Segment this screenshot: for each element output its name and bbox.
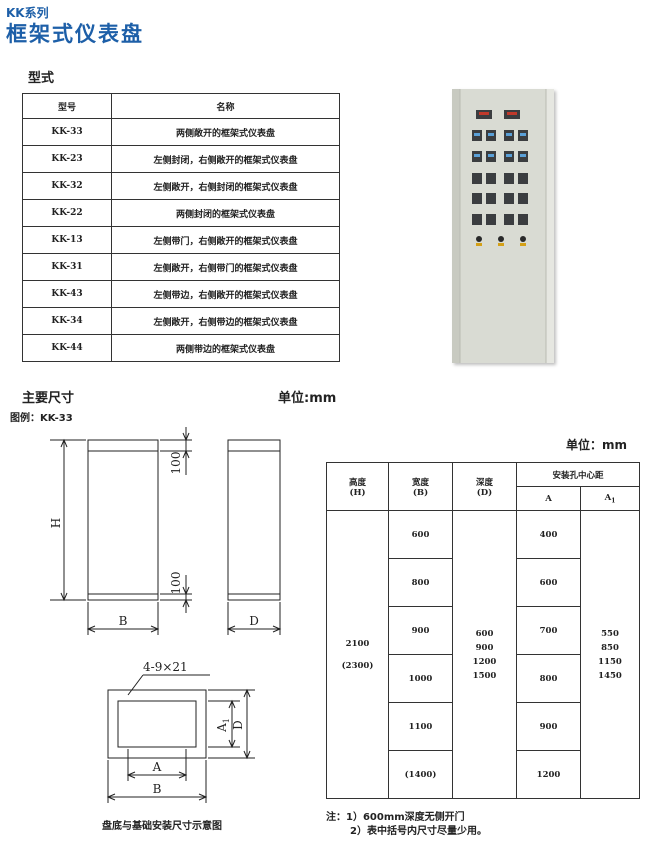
a-value: 400 xyxy=(516,510,581,559)
model-code: KK-31 xyxy=(22,253,112,281)
models-heading: 型式 xyxy=(28,71,55,86)
a-value: 600 xyxy=(516,558,581,607)
dim-d-label: D xyxy=(249,614,259,628)
unit-label-table: 单位：mm xyxy=(566,438,628,452)
dim-h-label: H xyxy=(49,518,63,528)
models-col-model: 型号 xyxy=(22,93,112,119)
a-value: 700 xyxy=(516,606,581,655)
width-value: 600 xyxy=(388,510,453,559)
example-label: 图例：KK-33 xyxy=(10,413,73,424)
width-value: (1400) xyxy=(388,750,453,799)
width-value: 900 xyxy=(388,606,453,655)
height-values: 2100(2300) xyxy=(326,510,389,799)
base-a-label: A xyxy=(152,760,162,774)
col-height-header: 高度(H) xyxy=(326,462,389,511)
col-width-header: 宽度(B) xyxy=(388,462,453,511)
model-code: KK-22 xyxy=(22,199,112,227)
base-a1-label: A1 xyxy=(215,718,231,733)
dim-b-label: B xyxy=(119,614,128,628)
model-name: 两侧敞开的框架式仪表盘 xyxy=(111,118,340,146)
hole-spec-label: 4-9×21 xyxy=(143,660,188,674)
model-code: KK-44 xyxy=(22,334,112,362)
col-depth-header: 深度(D) xyxy=(452,462,517,511)
model-code: KK-32 xyxy=(22,172,112,200)
model-name: 两侧封闭的框架式仪表盘 xyxy=(111,199,340,227)
model-code: KK-13 xyxy=(22,226,112,254)
base-b-label: B xyxy=(153,782,162,796)
dim-100-bottom: 100 xyxy=(169,572,183,595)
front-view xyxy=(87,439,159,601)
side-view xyxy=(227,439,281,601)
dimension-drawing: H 100 100 B D 4-9×21 A B A1 D xyxy=(49,427,282,803)
a-value: 1200 xyxy=(516,750,581,799)
models-col-name: 名称 xyxy=(111,93,340,119)
model-name: 左侧敞开，右侧封闭的框架式仪表盘 xyxy=(111,172,340,200)
model-name: 左侧封闭，右侧敞开的框架式仪表盘 xyxy=(111,145,340,173)
page-title: 框架式仪表盘 xyxy=(6,22,144,46)
model-code: KK-33 xyxy=(22,118,112,146)
a-value: 800 xyxy=(516,654,581,703)
drawing-caption: 盘底与基础安装尺寸示意图 xyxy=(102,821,222,832)
col-mount-header: 安装孔中心距 xyxy=(516,462,640,487)
model-name: 左侧敞开，右侧带门的框架式仪表盘 xyxy=(111,253,340,281)
notes: 注：1）600mm深度无侧开门 2）表中括号内尺寸尽量少用。 xyxy=(326,811,487,839)
model-code: KK-23 xyxy=(22,145,112,173)
width-value: 1000 xyxy=(388,654,453,703)
model-code: KK-43 xyxy=(22,280,112,308)
width-value: 800 xyxy=(388,558,453,607)
model-name: 两侧带边的框架式仪表盘 xyxy=(111,334,340,362)
dim-100-top: 100 xyxy=(169,452,183,475)
model-code: KK-34 xyxy=(22,307,112,335)
note-line-1: 注：1）600mm深度无侧开门 xyxy=(326,812,465,823)
width-value: 1100 xyxy=(388,702,453,751)
dimensions-heading: 主要尺寸 xyxy=(22,391,75,406)
dimensions-table: 高度(H) 宽度(B) 深度(D) 安装孔中心距 A A1 2100(2300)… xyxy=(326,462,640,799)
col-a1-header: A1 xyxy=(580,486,640,511)
series-label: KK系列 xyxy=(6,6,49,20)
base-plan xyxy=(107,689,207,759)
a-value: 900 xyxy=(516,702,581,751)
note-line-2: 2）表中括号内尺寸尽量少用。 xyxy=(350,826,487,837)
model-name: 左侧敞开，右侧带边的框架式仪表盘 xyxy=(111,307,340,335)
cabinet-photo xyxy=(452,89,554,363)
cabinet-illustration xyxy=(452,89,554,363)
model-name: 左侧带边，右侧敞开的框架式仪表盘 xyxy=(111,280,340,308)
model-name: 左侧带门，右侧敞开的框架式仪表盘 xyxy=(111,226,340,254)
col-a-header: A xyxy=(516,486,581,511)
unit-label: 单位:mm xyxy=(278,391,337,406)
base-d-label: D xyxy=(231,720,245,730)
